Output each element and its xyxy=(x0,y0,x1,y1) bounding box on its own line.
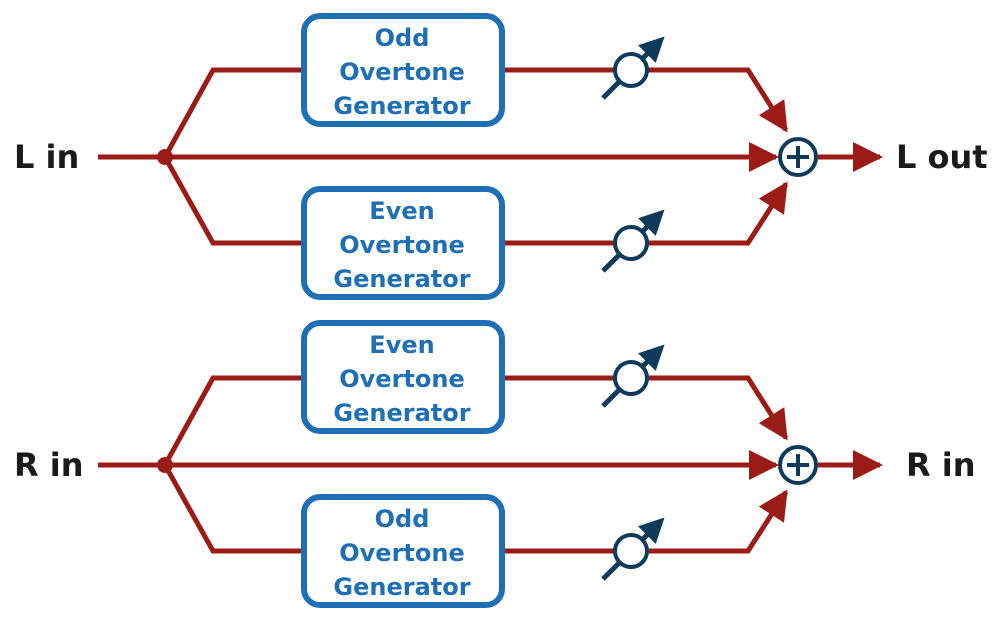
input-label: R in xyxy=(14,446,84,484)
sum-junction-icon xyxy=(778,445,818,485)
sum-junction-icon xyxy=(778,137,818,177)
lower-branch-line-out xyxy=(504,489,789,554)
upper-branch-line-out xyxy=(504,375,789,441)
signal-lines-right xyxy=(98,375,883,554)
top-generator-box: Odd Overtone Generator xyxy=(301,13,505,127)
bottom-generator-box: Even Overtone Generator xyxy=(301,186,505,300)
channel-right: Even Overtone Generator Odd Overtone Gen… xyxy=(14,320,976,608)
top-generator-box: Even Overtone Generator xyxy=(301,320,505,434)
generator-label-line-2: Overtone xyxy=(339,231,464,259)
generator-label-line-2: Overtone xyxy=(339,58,464,86)
generator-label-line-1: Even xyxy=(369,197,434,225)
channel-left: Odd Overtone Generator Even Overtone Gen… xyxy=(14,13,988,300)
input-label: L in xyxy=(14,138,79,176)
generator-label-line-1: Odd xyxy=(375,505,430,533)
generator-label-line-1: Even xyxy=(369,331,434,359)
output-label: R in xyxy=(906,446,976,484)
signal-lines-left xyxy=(98,67,883,246)
upper-branch-line-in xyxy=(162,375,302,467)
upper-branch-line-in xyxy=(162,67,302,159)
upper-branch-line-out xyxy=(504,67,789,133)
output-label: L out xyxy=(896,138,988,176)
bottom-generator-box: Odd Overtone Generator xyxy=(301,494,505,608)
lower-branch-line-in xyxy=(162,463,302,554)
level-control-icon xyxy=(601,209,665,273)
generator-label-line-3: Generator xyxy=(333,92,470,120)
level-control-icon xyxy=(601,517,665,581)
lower-branch-line-out xyxy=(504,181,789,246)
split-node xyxy=(157,149,173,165)
level-control-icon xyxy=(601,344,665,408)
split-node xyxy=(157,457,173,473)
generator-label-line-3: Generator xyxy=(333,573,470,601)
generator-label-line-3: Generator xyxy=(333,399,470,427)
generator-label-line-1: Odd xyxy=(375,24,430,52)
lower-branch-line-in xyxy=(162,155,302,246)
generator-label-line-2: Overtone xyxy=(339,365,464,393)
level-control-icon xyxy=(601,36,665,100)
generator-label-line-3: Generator xyxy=(333,265,470,293)
generator-label-line-2: Overtone xyxy=(339,539,464,567)
